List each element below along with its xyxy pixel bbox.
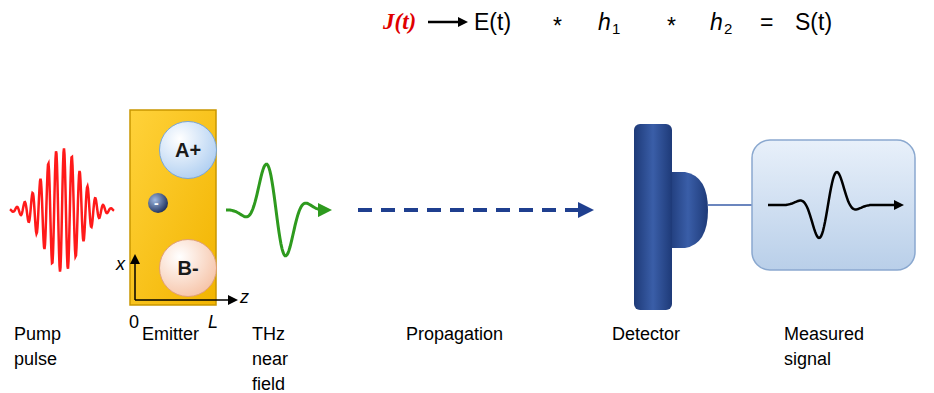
signal-name: E(t) [474,8,511,36]
charge-label: B- [177,257,198,280]
detector-lens [668,172,708,248]
charge-circle: A+ [159,121,217,179]
component-caption: Detector [612,322,680,347]
propagation-arrow [358,208,586,212]
electron [148,193,168,213]
charge-sign: - [154,196,159,210]
response-name: h [598,8,611,36]
pump-pulse-wave [10,148,114,271]
x-axis [134,258,136,300]
convolution-symbol: * [553,12,562,40]
detector-body [634,124,672,310]
axis-tick: 0 [129,310,139,335]
detector-cable [708,204,752,206]
component-caption: Pump pulse [14,322,74,372]
response-name: h [710,8,723,36]
convolution-symbol: * [667,12,676,40]
signal-name: S(t) [795,8,832,36]
charge-circle: B- [159,239,217,297]
component-caption: Propagation [406,322,503,347]
z-axis [135,299,234,301]
axis-tick: L [208,310,218,335]
equation-arrow [428,21,464,24]
equals-sign: = [760,8,773,36]
emitter-slab [130,110,216,305]
charge-label: A+ [175,139,201,162]
component-caption: Emitter [142,322,199,347]
subscript: 1 [612,20,620,38]
thz-wave [226,164,326,256]
signal-display [752,140,915,270]
component-caption: THz near field [252,322,302,393]
measured-wave [768,172,900,238]
axis-label: x [116,252,125,277]
component-caption: Measured signal [784,322,884,372]
signal-name: J(t) [383,8,416,36]
axis-label: z [240,285,249,310]
subscript: 2 [724,20,732,38]
